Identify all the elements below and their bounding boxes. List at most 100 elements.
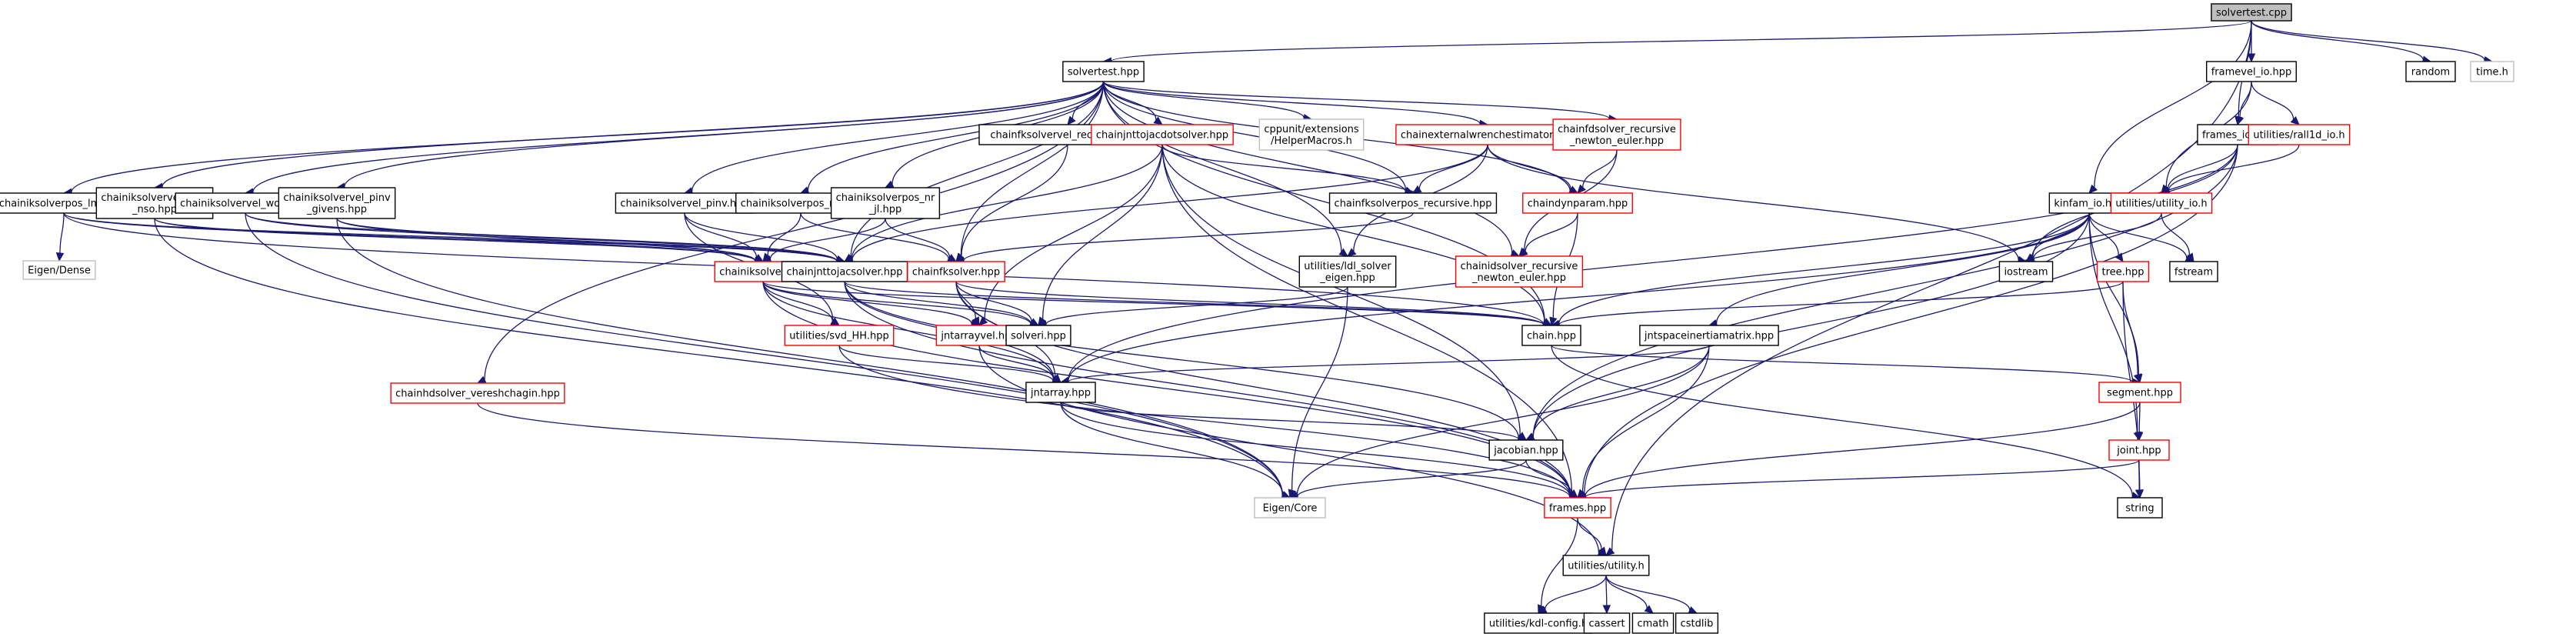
node-box: [1328, 192, 1498, 214]
edge-line: [2251, 20, 2485, 61]
node-label: _nso.hpp: [132, 204, 177, 215]
node-label: utilities/rall1d_io.h: [2253, 130, 2344, 142]
node-box: [1395, 124, 1580, 145]
node-label: _jl.hpp: [868, 204, 902, 215]
node-svd-hh[interactable]: utilities/svd_HH.hpp: [784, 325, 895, 346]
node-utility-h[interactable]: utilities/utility.h: [1562, 555, 1650, 576]
node-joint[interactable]: joint.hpp: [2108, 439, 2170, 461]
edge-line: [1585, 459, 2140, 498]
node-label: _newton_euler.hpp: [1471, 272, 1566, 284]
arrowhead-icon: [2247, 53, 2256, 63]
edge-line: [2251, 81, 2294, 120]
arrowhead-icon: [2134, 432, 2144, 442]
node-label: chainhdsolver_vereshchagin.hpp: [395, 389, 560, 400]
edge-chainiksolver-to-solveri: [762, 281, 1040, 329]
node-segment[interactable]: segment.hpp: [2098, 382, 2181, 403]
node-chainiksolvervel-pinv-givens[interactable]: chainiksolvervel_pinv_givens.hpp: [278, 187, 396, 219]
edge-line: [1068, 345, 1710, 383]
edge-solvertest_cpp-to-kinfam_io: [2088, 20, 2252, 194]
edge-chainiksolvervel_pinv-to-chainiksolver: [684, 212, 765, 262]
node-cstdlib[interactable]: cstdlib: [1675, 612, 1719, 634]
node-string[interactable]: string: [2117, 497, 2163, 519]
edge-solvertest_hpp-to-chainjnttojacsolver: [843, 81, 1105, 262]
node-label: cmath: [1637, 619, 1668, 630]
edge-line: [1068, 212, 2090, 382]
edge-chainfdsolver_rne-to-chaindynparam: [1577, 149, 1618, 194]
node-fstream[interactable]: fstream: [2169, 261, 2218, 282]
node-jacobian[interactable]: jacobian.hpp: [1488, 439, 1564, 461]
node-chainexternalwrenchestimator[interactable]: chainexternalwrenchestimator.hpp: [1395, 124, 1580, 145]
node-solveri[interactable]: solveri.hpp: [1005, 325, 1071, 346]
edge-line: [960, 81, 1105, 256]
node-eigen-core: Eigen/Core: [1254, 497, 1326, 519]
node-iostream[interactable]: iostream: [1998, 261, 2054, 282]
node-chainiksolvervel-pinv[interactable]: chainiksolvervel_pinv.hpp: [615, 192, 755, 214]
node-chainjnttojacsolver[interactable]: chainjnttojacsolver.hpp: [781, 261, 908, 282]
node-label: chainfksolverpos_recursive.hpp: [1335, 198, 1492, 210]
node-ldl-solver-eigen[interactable]: utilities/ldl_solver_eigen.hpp: [1298, 255, 1397, 288]
edge-line: [154, 218, 838, 262]
node-label: Eigen/Core: [1263, 503, 1318, 515]
node-cassert[interactable]: cassert: [1583, 612, 1631, 634]
node-random[interactable]: random: [2405, 61, 2456, 82]
node-chainjnttojacdotsolver[interactable]: chainjnttojacdotsolver.hpp: [1091, 124, 1234, 145]
node-chainfksolverpos-recursive[interactable]: chainfksolverpos_recursive.hpp: [1328, 192, 1498, 214]
edge-line: [963, 212, 1414, 262]
node-jntspaceinertiamatrix[interactable]: jntspaceinertiamatrix.hpp: [1639, 325, 1779, 346]
edge-line: [1102, 81, 1610, 119]
node-cmath[interactable]: cmath: [1631, 612, 1675, 634]
node-label: chainidsolver_recursive: [1461, 261, 1578, 272]
node-label: chainiksolvervel_pinv.hpp: [620, 198, 748, 210]
node-frames[interactable]: frames.hpp: [1544, 497, 1611, 519]
node-box: [1455, 255, 1584, 288]
node-box: [2211, 3, 2292, 22]
node-solvertest-cpp[interactable]: solvertest.cpp: [2211, 3, 2292, 22]
arrowhead-icon: [1598, 546, 1607, 556]
node-cppunit-helper: cppunit/extensions/HelperMacros.h: [1258, 118, 1365, 151]
node-label: _eigen.hpp: [1319, 272, 1375, 284]
edge-line: [2032, 212, 2162, 259]
node-solvertest-hpp[interactable]: solvertest.hpp: [1062, 61, 1145, 82]
node-time-h: time.h: [2470, 61, 2514, 82]
node-label: chainjnttojacsolver.hpp: [787, 267, 903, 278]
edge-solvertest_hpp-to-chainfdsolver_rne: [1102, 81, 1618, 123]
edge-jntspaceinertiamatrix-to-eigen_core: [1288, 345, 1710, 499]
node-framevel-io[interactable]: framevel_io.hpp: [2206, 61, 2297, 82]
node-chainidsolver-rne[interactable]: chainidsolver_recursive_newton_euler.hpp: [1455, 255, 1584, 288]
edge-line: [851, 144, 1163, 259]
node-box: [1025, 382, 1096, 403]
edge-chainfksolver-to-solveri: [955, 281, 1040, 326]
node-chainhdsolver-vereshchagin[interactable]: chainhdsolver_vereshchagin.hpp: [390, 382, 565, 404]
node-chainfksolver[interactable]: chainfksolver.hpp: [907, 261, 1005, 282]
arrowhead-icon: [2236, 115, 2244, 126]
node-kdl-config[interactable]: utilities/kdl-config.h: [1484, 612, 1593, 634]
node-box: [2098, 382, 2181, 403]
arrowhead-icon: [2135, 489, 2144, 499]
edge-solvertest_hpp-to-chainiksolvervel_pinv_nso: [153, 81, 1105, 192]
edge-line: [1525, 212, 1578, 252]
edge-line: [1161, 144, 1406, 192]
arrowhead-icon: [1644, 605, 1654, 614]
node-box: [2169, 261, 2218, 282]
node-kinfam-io[interactable]: kinfam_io.hpp: [2048, 192, 2130, 214]
node-tree[interactable]: tree.hpp: [2096, 261, 2150, 282]
node-chainfdsolver-rne[interactable]: chainfdsolver_recursive_newton_euler.hpp: [1552, 118, 1681, 151]
arrowhead-icon: [1549, 316, 1558, 327]
node-chain[interactable]: chain.hpp: [1521, 325, 1581, 346]
edge-utility_h-to-cstdlib: [1605, 575, 1698, 614]
edge-line: [955, 281, 1032, 322]
edge-jntarray-to-eigen_core: [1060, 402, 1291, 499]
node-rall1d-io[interactable]: utilities/rall1d_io.h: [2248, 124, 2351, 145]
node-chainiksolverpos-nr-jl[interactable]: chainiksolverpos_nr_jl.hpp: [830, 187, 941, 219]
node-chaindynparam[interactable]: chaindynparam.hpp: [1522, 192, 1633, 214]
node-jntarray[interactable]: jntarray.hpp: [1025, 382, 1096, 403]
edge-line: [1296, 345, 1710, 495]
edge-line: [1060, 402, 1284, 495]
arrowhead-icon: [1577, 184, 1586, 194]
node-utility-io[interactable]: utilities/utility_io.h: [2110, 192, 2213, 214]
node-box: [1298, 255, 1397, 288]
edge-line: [1102, 81, 1513, 254]
arrowhead-icon: [2088, 184, 2098, 194]
node-label: solveri.hpp: [1011, 331, 1066, 342]
node-box: [1639, 325, 1779, 346]
